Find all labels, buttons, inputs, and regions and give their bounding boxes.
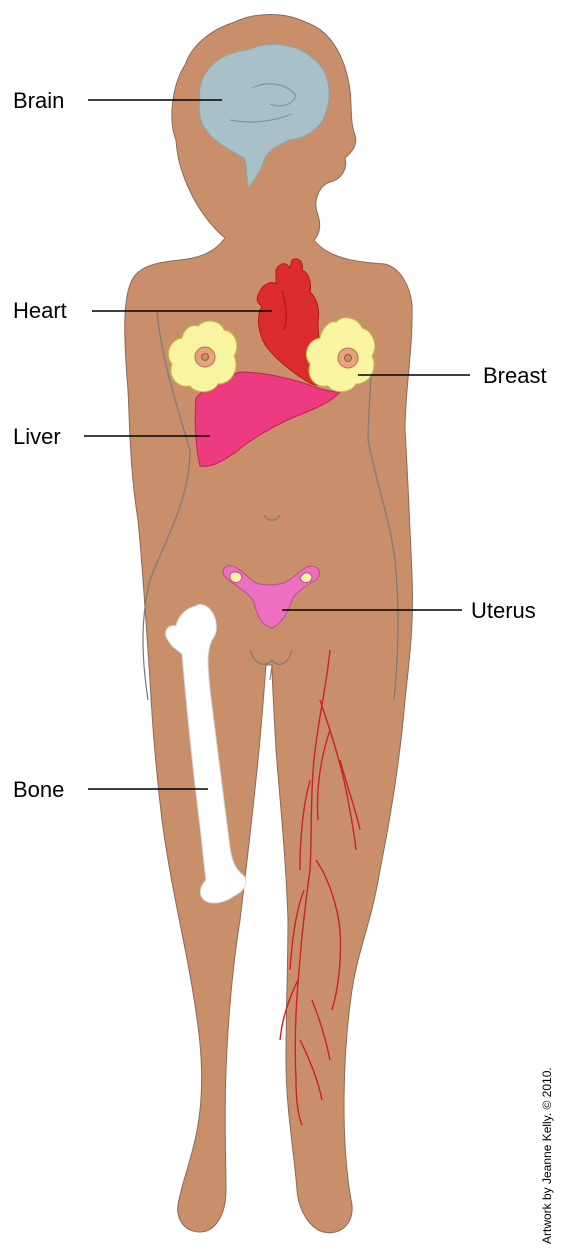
uterus-label: Uterus [471,598,536,623]
brain-label: Brain [13,88,64,113]
breast-label: Breast [483,363,547,388]
liver-label: Liver [13,424,61,449]
artwork-credit: Artwork by Jeanne Kelly. © 2010. [540,1067,554,1244]
heart-label: Heart [13,298,67,323]
bone-label: Bone [13,777,64,802]
left-ovary [230,572,242,583]
